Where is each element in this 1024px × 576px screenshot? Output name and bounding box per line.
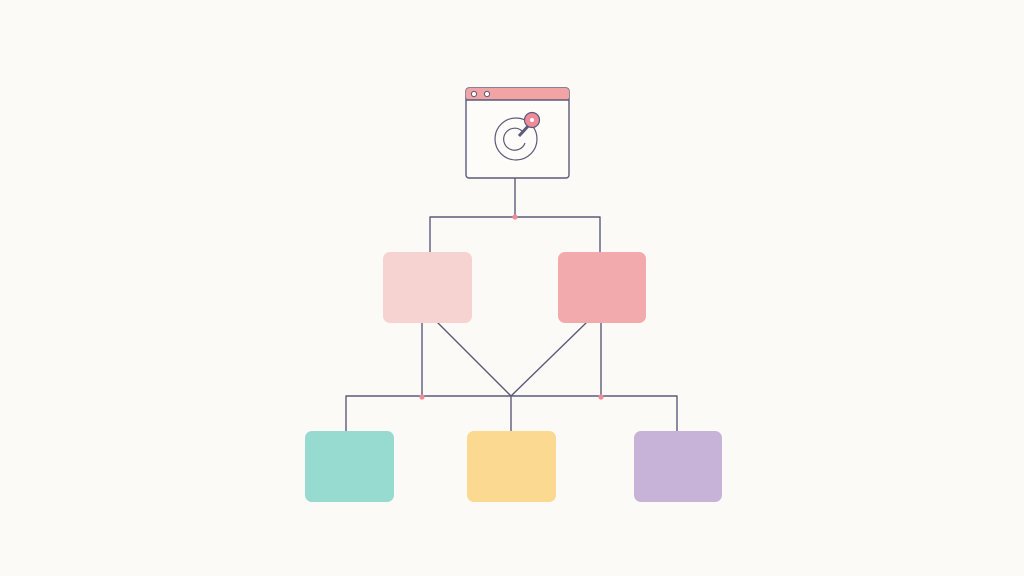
node-yellow[interactable] xyxy=(467,431,556,502)
junction-dot xyxy=(598,394,604,400)
node-left[interactable] xyxy=(383,252,472,323)
key-hole-icon xyxy=(530,118,534,122)
root-browser-window-icon xyxy=(465,87,570,179)
browser-window-frame xyxy=(465,87,570,179)
connector-root-branch xyxy=(429,216,601,253)
browser-dot-icon xyxy=(470,90,478,98)
junction-dots xyxy=(419,214,604,400)
node-lavender[interactable] xyxy=(634,431,722,502)
junction-dot xyxy=(512,214,518,220)
node-teal[interactable] xyxy=(305,431,394,502)
connector-lines xyxy=(345,177,678,432)
connector-left-diagonal xyxy=(437,322,512,397)
connector-right-diagonal xyxy=(510,322,587,397)
browser-titlebar xyxy=(466,88,569,100)
dial-outer-ring-icon xyxy=(494,117,538,161)
level-two-nodes xyxy=(383,252,646,323)
dial-inner-arc-icon xyxy=(503,127,526,151)
node-right[interactable] xyxy=(558,252,646,323)
level-three-nodes xyxy=(305,431,722,502)
browser-dot-icon xyxy=(483,90,491,98)
junction-dot xyxy=(419,394,425,400)
